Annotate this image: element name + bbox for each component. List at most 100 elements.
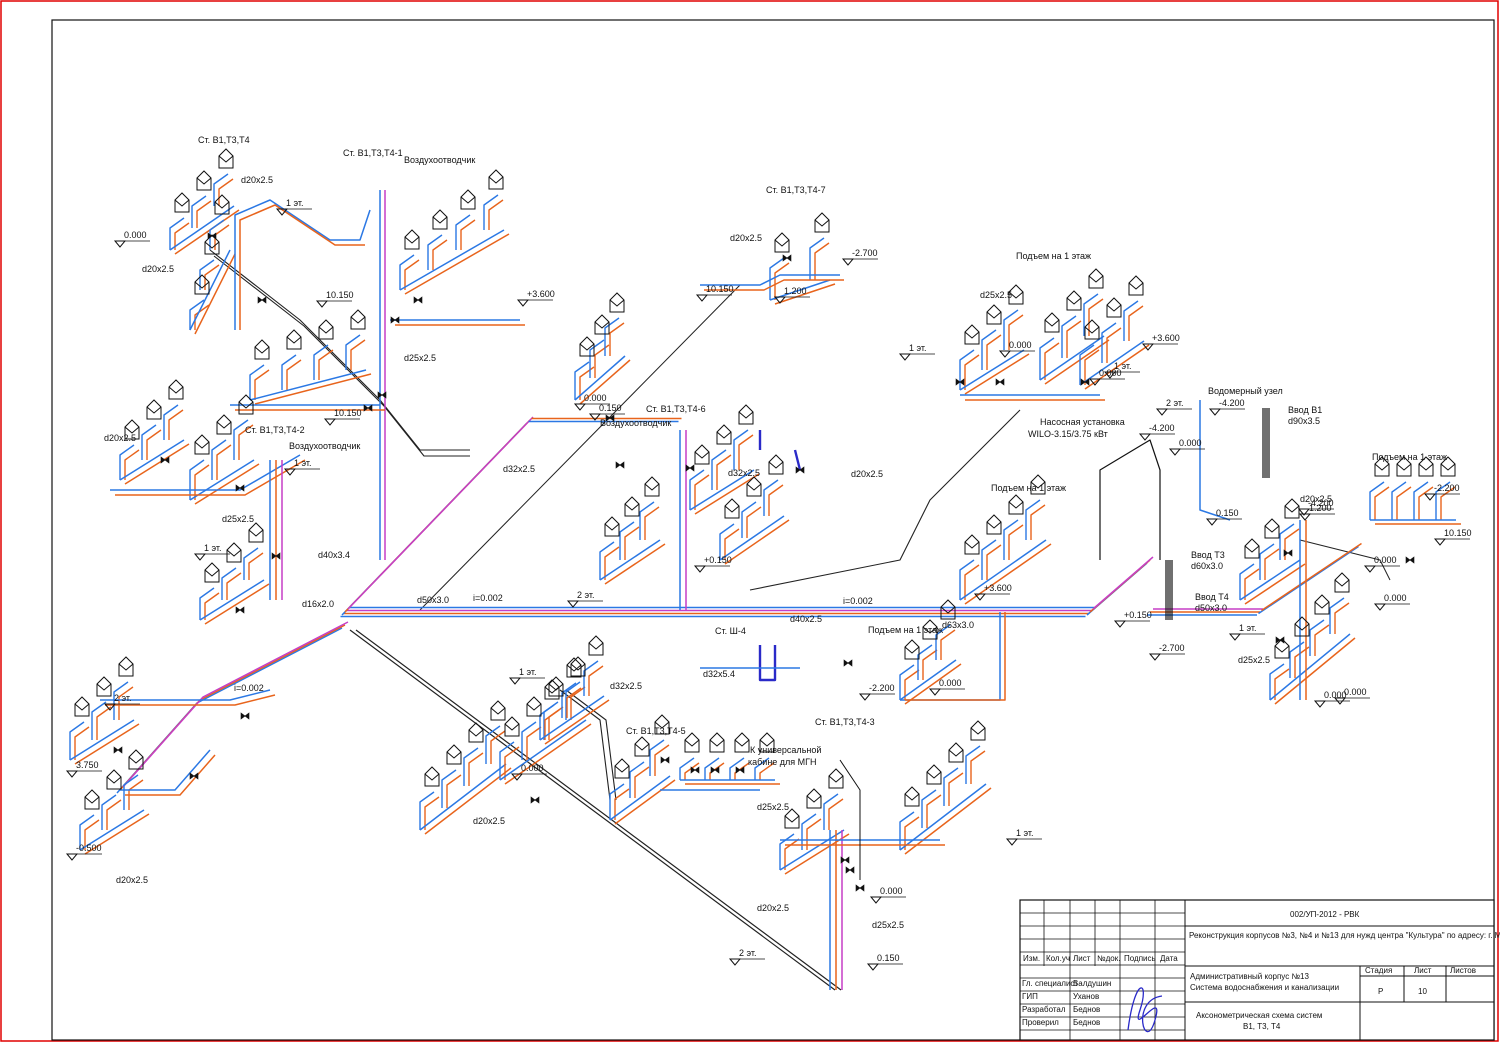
pipe xyxy=(544,699,610,745)
pipe xyxy=(1079,344,1095,385)
pipe xyxy=(115,459,306,496)
elevation-value: 1.200 xyxy=(784,286,807,296)
fixture-icon xyxy=(446,744,462,765)
elevation-triangle xyxy=(113,240,127,248)
valve-icon xyxy=(995,378,1005,386)
pipe xyxy=(169,205,235,251)
elevation-mark: +3.600 xyxy=(973,583,1012,601)
drain-line xyxy=(565,689,617,801)
pipe xyxy=(904,816,920,850)
elevation-value: 10.150 xyxy=(334,408,362,418)
pipe xyxy=(694,473,760,515)
pipe xyxy=(163,404,179,440)
pipe xyxy=(499,741,515,780)
valve-icon xyxy=(413,296,423,304)
pipe xyxy=(1039,337,1055,380)
stamp-person: Беднов xyxy=(1073,1018,1100,1027)
valve-icon xyxy=(235,484,245,492)
fixture-icon xyxy=(1284,498,1300,519)
elevation-value: 0.000 xyxy=(1099,368,1122,378)
pipe xyxy=(1239,563,1255,600)
elevation-triangle xyxy=(1208,408,1222,416)
slope-label: i=0.002 xyxy=(234,683,264,693)
elevation-mark: 0.000 xyxy=(1363,555,1400,573)
fixture-icon xyxy=(1044,312,1060,333)
pipe xyxy=(981,329,997,370)
pipe xyxy=(174,209,240,255)
caption-rise: Подъем на 1 этаж xyxy=(991,483,1066,493)
elevation-mark: 0.000 xyxy=(510,763,547,781)
fixture-icon xyxy=(814,212,830,233)
elevation-value: 0.000 xyxy=(584,393,607,403)
valve-icon xyxy=(843,659,853,667)
pipe-dim: d16x2.0 xyxy=(302,599,334,609)
elevation-mark: +3.600 xyxy=(516,289,555,307)
sewer-lines xyxy=(209,249,1391,991)
pipe xyxy=(79,814,95,850)
pipe xyxy=(189,459,205,500)
pipe xyxy=(1259,543,1275,580)
drain-line xyxy=(559,689,611,801)
fixture-icon xyxy=(118,656,134,677)
elevation-mark: +3.600 xyxy=(1141,333,1180,351)
fixture-icon xyxy=(84,789,100,810)
pipe xyxy=(965,745,981,784)
pipe xyxy=(779,833,795,870)
fixture-icon xyxy=(738,404,754,425)
pipe xyxy=(1418,486,1434,520)
elevation-value: 1 эт. xyxy=(909,343,927,353)
inlet-wall xyxy=(1165,560,1173,620)
pipe xyxy=(904,663,962,705)
pipe xyxy=(120,749,211,791)
fixture-icon xyxy=(1084,319,1100,340)
pipe xyxy=(964,564,980,600)
pipe xyxy=(119,624,346,791)
elevation-mark: 1.200 xyxy=(773,286,810,304)
pipe xyxy=(1289,641,1305,678)
pipe xyxy=(561,682,577,718)
pipe xyxy=(526,726,542,760)
stamp-project: Реконструкция корпусов №3, №4 и №13 для … xyxy=(1189,931,1500,940)
fixture-icon xyxy=(588,635,604,656)
stamp-col-header: Лист xyxy=(1073,954,1091,963)
valves xyxy=(113,232,1415,892)
drain-line xyxy=(749,409,1021,591)
pipe xyxy=(1008,314,1024,350)
elevation-triangle xyxy=(566,600,580,608)
pipe xyxy=(485,725,501,764)
pipe xyxy=(733,429,749,470)
drain-line xyxy=(209,249,470,451)
fixture-icon xyxy=(684,732,700,753)
pipe xyxy=(899,783,987,851)
elevation-value: 0.000 xyxy=(1324,690,1347,700)
pipe xyxy=(758,645,777,682)
pipe xyxy=(441,769,457,808)
pipe xyxy=(709,762,725,780)
pipe xyxy=(679,757,695,780)
fixture-icon xyxy=(926,764,942,785)
stamp-title: Система водоснабжения и канализации xyxy=(1190,983,1339,992)
elevation-triangle xyxy=(323,418,337,426)
fixture-icon xyxy=(964,324,980,345)
pipe xyxy=(249,364,265,400)
elevation-value: -2.700 xyxy=(1159,643,1185,653)
elevation-value: 0.000 xyxy=(939,678,962,688)
pipe xyxy=(716,454,732,490)
pipe-dim: d25x2.5 xyxy=(222,514,254,524)
elevation-mark: -4.200 xyxy=(1297,498,1334,516)
elevation-mark: 2 эт. xyxy=(566,590,603,608)
elevation-mark: 1 эт. xyxy=(898,343,935,361)
fixture-icon xyxy=(964,534,980,555)
caption-rise: Подъем на 1 этаж xyxy=(868,625,943,635)
pipe xyxy=(964,543,1052,605)
pipe xyxy=(719,523,735,560)
signature xyxy=(1127,987,1163,1033)
pipe xyxy=(124,449,140,480)
pipe xyxy=(639,501,655,540)
pipe xyxy=(118,686,134,720)
caption-inlet: Ввод Т3 xyxy=(1191,550,1225,560)
drain-line xyxy=(213,255,470,457)
fixture-icon xyxy=(96,676,112,697)
pipe xyxy=(544,709,560,740)
elevation-value: -2.200 xyxy=(869,683,895,693)
